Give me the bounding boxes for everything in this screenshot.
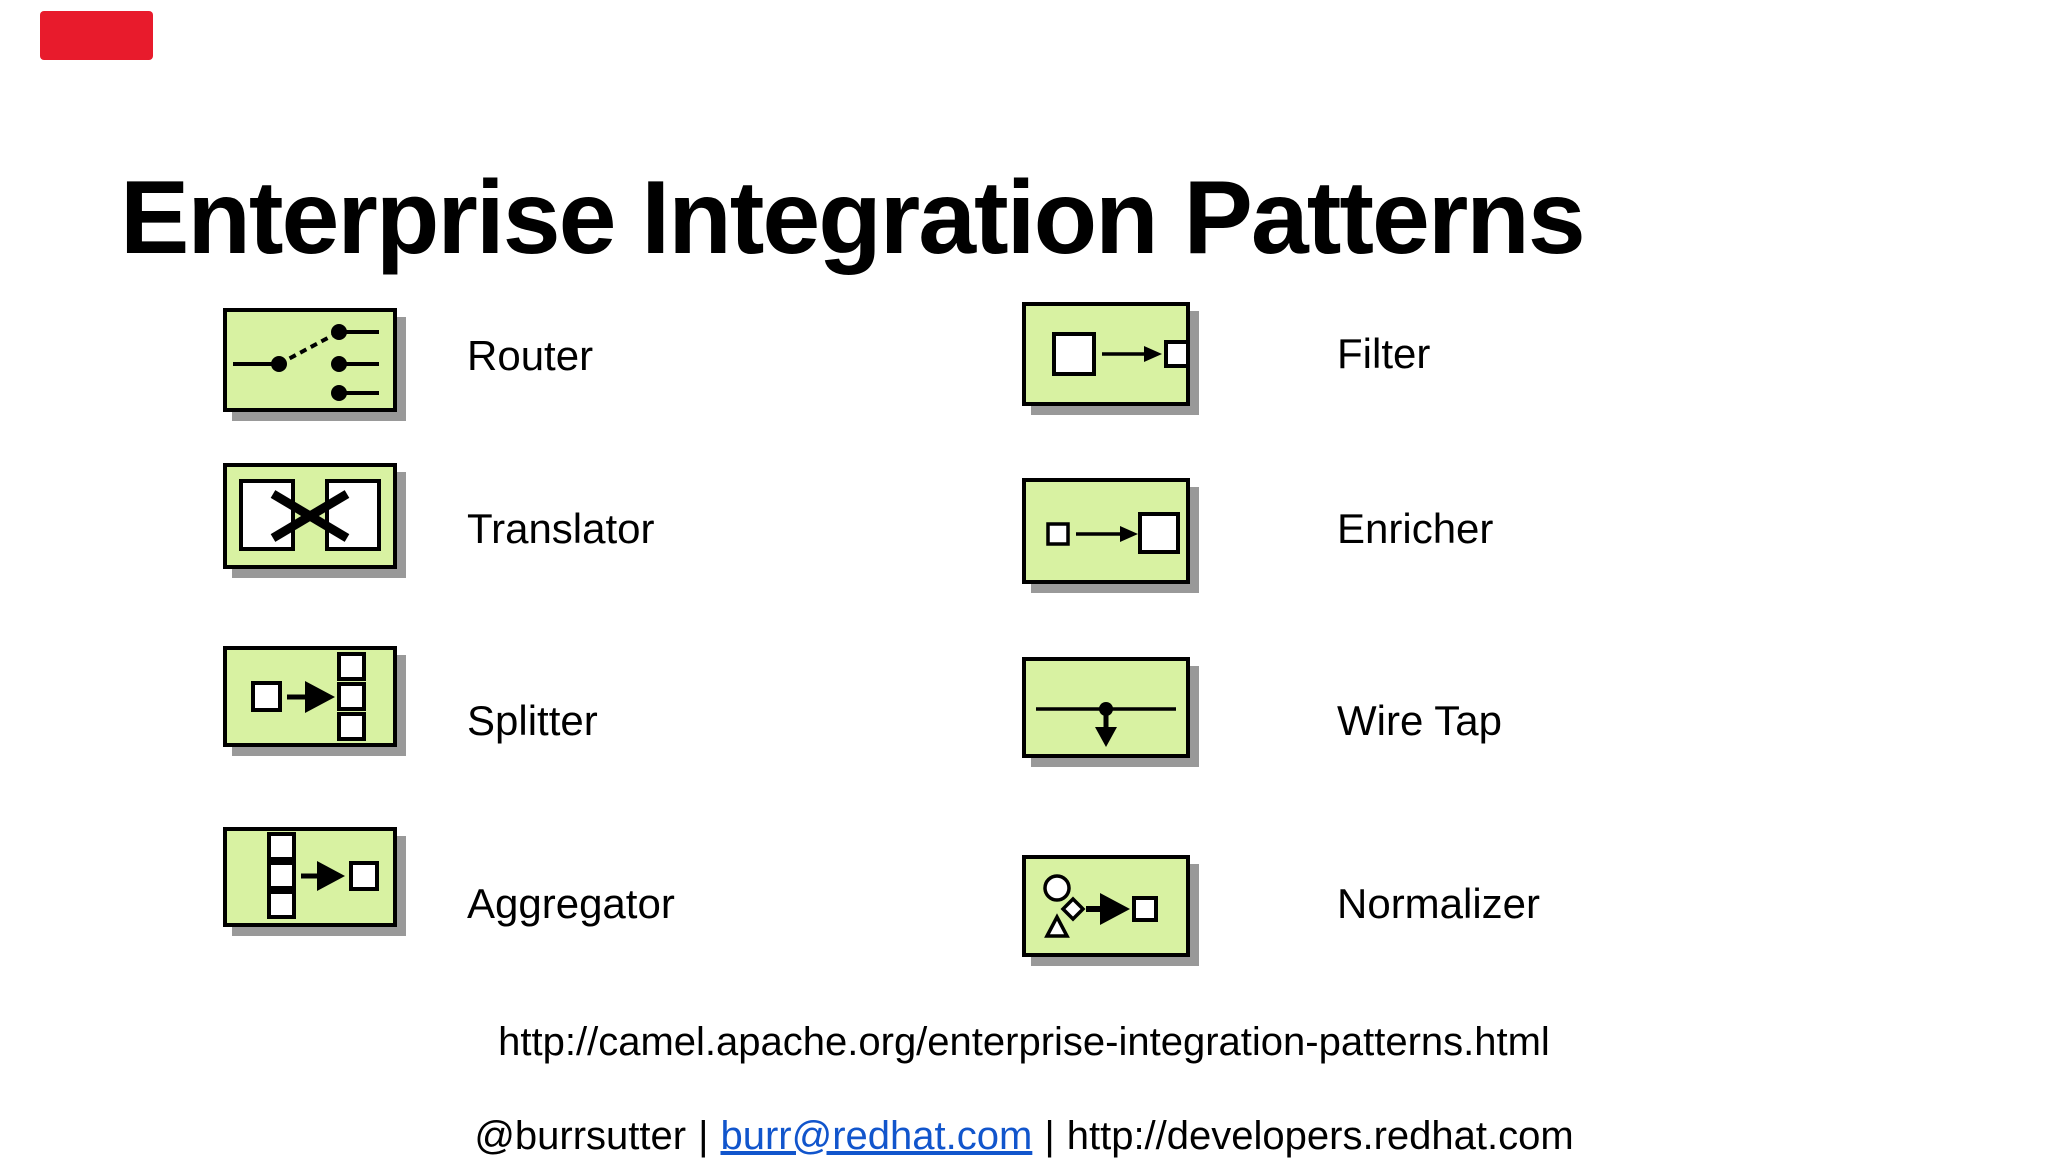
label-wire-tap: Wire Tap [1337, 697, 1502, 744]
filter-icon-box [1022, 302, 1190, 406]
filter-icon [1052, 332, 1186, 376]
label-filter: Filter [1337, 330, 1431, 377]
aggregator-icon [267, 832, 379, 919]
normalizer-icon-box [1022, 855, 1190, 957]
aggregator-icon-box [223, 827, 397, 927]
label-splitter: Splitter [467, 697, 598, 744]
splitter-icon [251, 652, 366, 741]
label-normalizer: Normalizer [1337, 880, 1541, 927]
router-icon-box [223, 308, 397, 412]
recording-badge [40, 11, 153, 60]
separator: | [698, 1114, 709, 1158]
label-router: Router [467, 332, 594, 379]
wiretap-icon [1036, 702, 1176, 747]
separator: | [1044, 1114, 1055, 1158]
developers-site-url: http://developers.redhat.com [1066, 1114, 1574, 1158]
translator-icon [239, 479, 381, 551]
camel-patterns-url: http://camel.apache.org/enterprise-integ… [498, 1020, 1550, 1064]
twitter-handle: @burrsutter [474, 1114, 687, 1158]
translator-icon-box [223, 463, 397, 569]
label-translator: Translator [467, 505, 655, 552]
enricher-icon [1046, 512, 1180, 554]
label-enricher: Enricher [1337, 505, 1494, 552]
normalizer-icon [1043, 874, 1158, 938]
splitter-icon-box [223, 646, 397, 747]
page-title: Enterprise Integration Patterns [120, 159, 1586, 276]
wiretap-icon-box [1022, 657, 1190, 758]
router-icon [233, 324, 379, 401]
credits-line: @burrsutter|burr@redhat.com|http://devel… [0, 1112, 2048, 1160]
email-link[interactable]: burr@redhat.com [720, 1114, 1033, 1158]
enricher-icon-box [1022, 478, 1190, 584]
label-aggregator: Aggregator [467, 880, 675, 927]
